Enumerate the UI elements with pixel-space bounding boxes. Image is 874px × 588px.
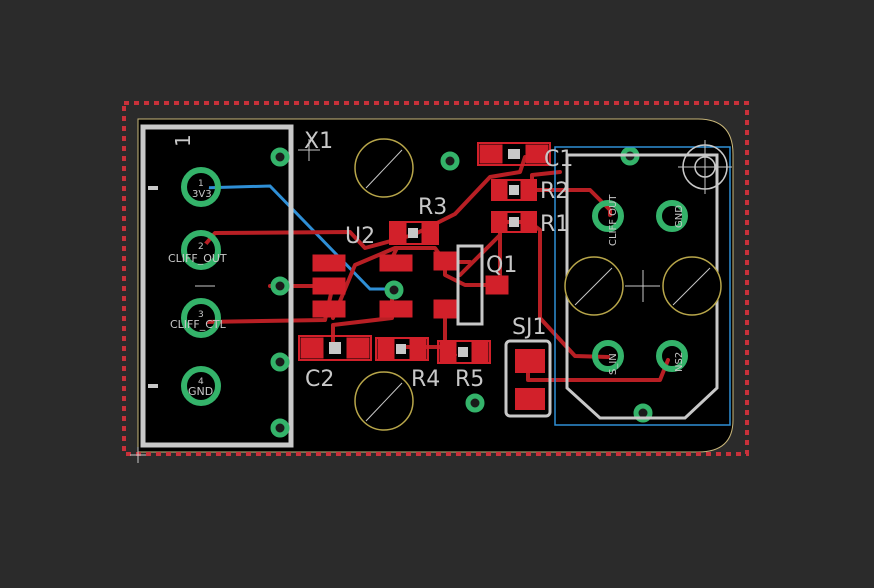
pin-3 [181,298,221,338]
keepout-boundary [122,101,749,456]
pin-4-name: GND [188,385,213,398]
sensor-label-s-in: S_IN [608,353,619,375]
sensor-footprint [554,140,732,426]
smd-pads [298,142,551,364]
pin-4 [181,366,221,406]
pin1-marker: 1 [171,134,195,147]
label-r3: R3 [418,195,447,220]
pin-4-number: 4 [198,377,204,387]
label-r4: R4 [411,367,440,392]
origin-marks [130,139,320,463]
pin-2 [181,230,221,270]
label-sj1: SJ1 [512,315,546,340]
connector-pins [181,167,221,406]
sensor-pads [592,200,688,372]
pin-2-number: 2 [198,242,204,252]
sensor-label-gnd: GND [674,205,685,228]
pin-3-number: 3 [198,310,204,320]
sensor-label-ns2: NS2 [674,352,685,372]
solder-jumper-sj1 [504,339,552,418]
sensor-label-cliff-out: CLIFF OUT [608,194,619,246]
pin-1-number: 1 [198,179,204,189]
label-r2: R2 [540,179,569,204]
label-r5: R5 [455,367,484,392]
pin-1 [181,167,221,207]
vias [270,146,653,438]
mounting-holes [354,138,414,431]
label-c2: C2 [305,367,334,392]
pin-1-name: 3V3 [192,189,212,200]
label-c1: C1 [544,147,573,172]
connector-x1 [140,124,294,448]
pin-3-name: CLIFF_CTL [170,318,227,331]
label-q1: Q1 [486,253,517,278]
pin-2-name: CLIFF_OUT [168,252,227,265]
label-x1: X1 [304,129,333,154]
label-u2: U2 [345,224,375,249]
label-r1: R1 [540,212,569,237]
